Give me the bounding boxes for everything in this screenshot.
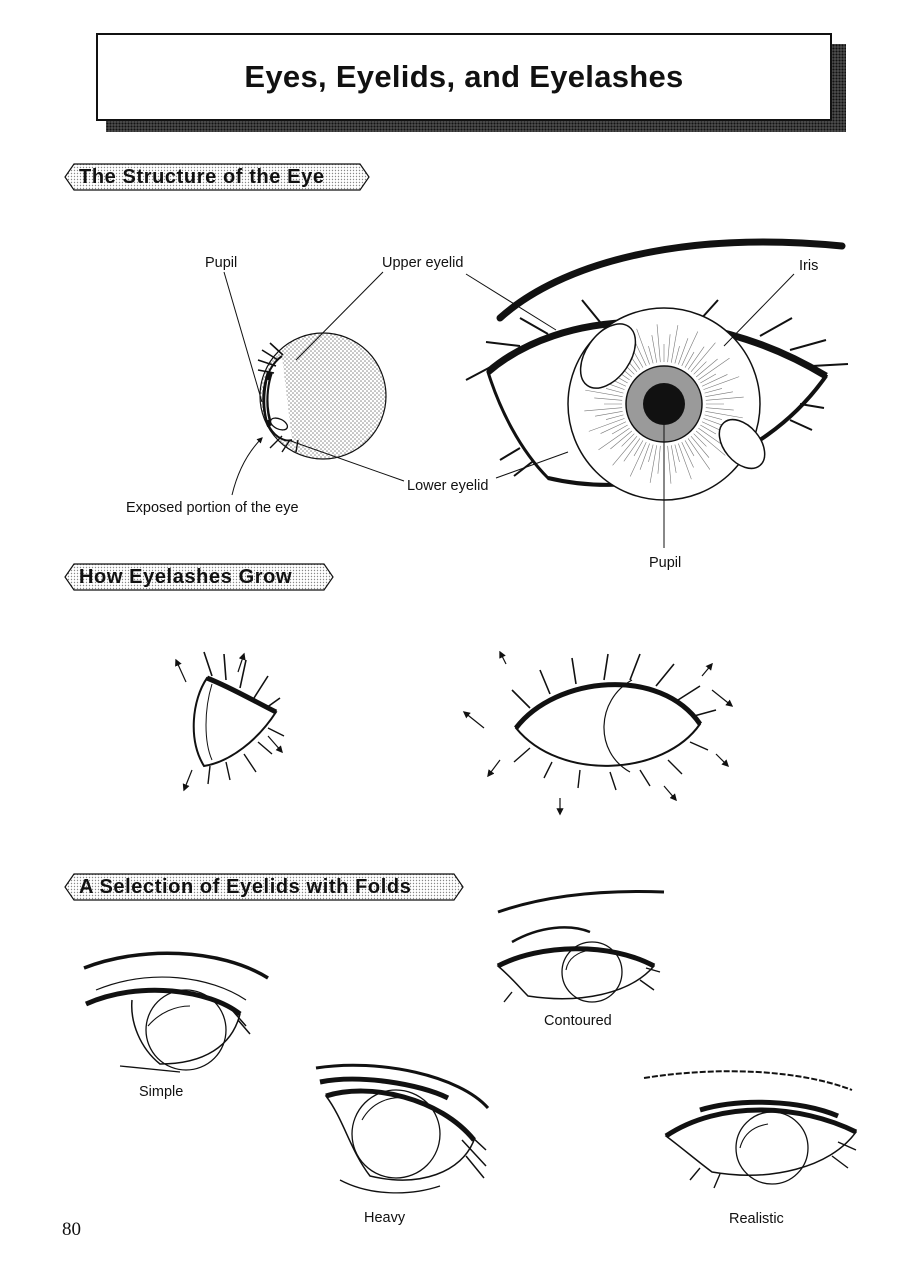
iris-ray xyxy=(633,351,644,368)
iris-ray xyxy=(705,396,744,401)
iris-ray xyxy=(639,443,650,470)
iris-ray xyxy=(595,410,623,417)
iris-ray xyxy=(681,331,699,367)
iris-ray xyxy=(681,441,694,468)
iris-ray xyxy=(684,351,695,368)
iris-ray xyxy=(705,410,743,419)
iris-ray xyxy=(588,418,625,432)
caption-realistic: Realistic xyxy=(729,1211,784,1227)
iris-ray xyxy=(700,373,717,384)
banner-frame xyxy=(64,873,464,901)
iris-ray xyxy=(670,445,677,473)
iris-ray xyxy=(657,445,661,474)
iris-ray xyxy=(674,444,680,463)
iris-ray xyxy=(695,358,718,378)
iris-ray xyxy=(648,444,654,463)
page-title: Eyes, Eyelids, and Eyelashes xyxy=(244,59,684,94)
label-iris: Iris xyxy=(799,258,819,274)
iris-ray xyxy=(600,421,627,434)
iris-ray xyxy=(667,334,671,363)
section-heading-structure: The Structure of the Eye xyxy=(64,163,370,191)
iris-ray xyxy=(621,433,635,447)
iris-ray xyxy=(605,388,624,394)
title-box: Eyes, Eyelids, and Eyelashes xyxy=(96,33,832,121)
label-upper-eyelid: Upper eyelid xyxy=(382,255,464,271)
iris-ray xyxy=(610,430,633,450)
iris-ray xyxy=(636,328,650,365)
iris-ray xyxy=(670,325,679,363)
caption-heavy: Heavy xyxy=(364,1210,406,1226)
lash-growth-side xyxy=(175,651,285,792)
iris-ray xyxy=(605,414,624,420)
section-heading-folds: A Selection of Eyelids with Folds xyxy=(64,873,464,901)
eyelid-contoured xyxy=(496,890,665,1003)
eyelid-realistic xyxy=(643,1070,858,1189)
label-exposed-portion: Exposed portion of the eye xyxy=(126,500,299,516)
iris-ray xyxy=(698,427,722,445)
section-heading-text: A Selection of Eyelids with Folds xyxy=(79,875,412,898)
iris-ray xyxy=(705,407,734,411)
section-heading-text: The Structure of the Eye xyxy=(79,165,325,188)
iris-ray xyxy=(584,407,623,412)
section-heading-growth: How Eyelashes Grow xyxy=(64,563,334,591)
iris-ray xyxy=(684,440,695,457)
iris-ray xyxy=(690,435,710,458)
banner-frame xyxy=(64,163,370,191)
iris-ray xyxy=(704,414,723,420)
iris-ray xyxy=(701,374,728,387)
iris-ray xyxy=(695,430,726,456)
front-eye-diagram xyxy=(465,238,849,548)
iris-ray xyxy=(648,345,654,364)
iris-ray xyxy=(705,391,733,398)
caption-simple: Simple xyxy=(139,1084,184,1100)
iris-ray xyxy=(693,433,707,447)
eyelid-simple xyxy=(83,951,269,1073)
eyeball-diagram xyxy=(223,271,405,496)
iris-ray xyxy=(629,441,647,477)
iris-ray xyxy=(649,445,658,483)
iris-ray xyxy=(656,324,661,363)
iris-ray xyxy=(704,388,723,394)
iris-ray xyxy=(678,443,692,480)
iris-ray xyxy=(667,445,672,484)
label-pupil-left: Pupil xyxy=(205,255,238,271)
label-pupil-right: Pupil xyxy=(649,555,682,571)
iris-ray xyxy=(674,345,680,364)
iris-ray xyxy=(585,389,623,398)
caption-contoured: Contoured xyxy=(544,1013,612,1029)
iris-ray xyxy=(687,438,711,470)
iris-ray xyxy=(594,397,623,401)
section-heading-text: How Eyelashes Grow xyxy=(79,565,293,588)
eyelid-heavy xyxy=(315,1063,490,1194)
iris-ray xyxy=(651,335,658,363)
iris-ray xyxy=(703,376,740,390)
page-number: 80 xyxy=(62,1219,81,1240)
banner-frame xyxy=(64,563,334,591)
iris-ray xyxy=(633,440,644,457)
lash-growth-front xyxy=(462,650,734,816)
iris-ray xyxy=(612,435,638,466)
iris-ray xyxy=(687,346,705,370)
iris-ray xyxy=(700,424,717,435)
label-lower-eyelid: Lower eyelid xyxy=(407,478,489,494)
iris-ray xyxy=(634,340,647,367)
iris-ray xyxy=(611,424,628,435)
iris-ray xyxy=(678,338,689,365)
iris-ray xyxy=(698,357,730,381)
iris-ray xyxy=(623,438,641,462)
iris-ray xyxy=(693,361,707,375)
iris-ray xyxy=(690,342,716,373)
iris-ray xyxy=(598,427,630,451)
